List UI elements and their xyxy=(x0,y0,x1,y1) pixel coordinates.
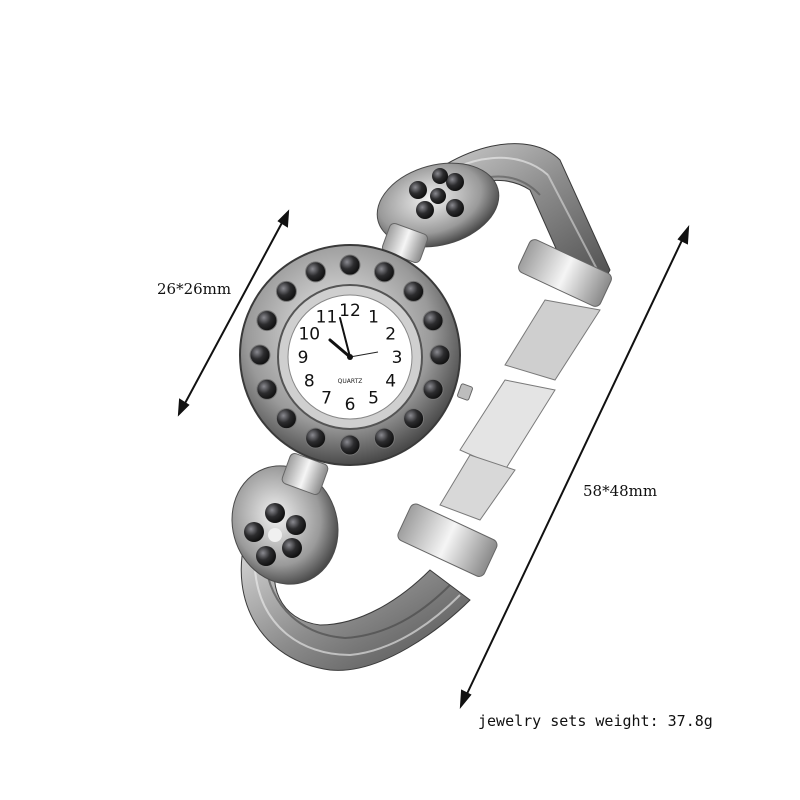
weight-label: jewelry sets weight: 37.8g xyxy=(478,712,713,730)
dial-brand: QUARTZ xyxy=(338,378,363,385)
face-dimension-arrow xyxy=(177,209,290,417)
bezel-stone xyxy=(339,254,361,276)
bezel-stones xyxy=(249,254,451,456)
bezel-stone xyxy=(256,310,278,332)
bezel-stone xyxy=(305,261,327,283)
dial-number: 7 xyxy=(321,389,332,409)
dial-number: 5 xyxy=(368,389,379,409)
face-size-label: 26*26mm xyxy=(157,280,232,298)
dial-number: 10 xyxy=(298,325,320,345)
dial-number: 12 xyxy=(339,301,361,321)
upper-flower-stones xyxy=(409,168,464,219)
dial-number: 1 xyxy=(368,307,379,327)
clasp xyxy=(397,239,612,577)
bezel-stone xyxy=(373,427,395,449)
dial-number: 2 xyxy=(385,325,396,345)
bracelet-size-label: 58*48mm xyxy=(583,482,658,500)
bezel-stone xyxy=(422,310,444,332)
bezel-stone xyxy=(275,408,297,430)
dial-number: 6 xyxy=(345,395,356,415)
dial-number: 8 xyxy=(304,372,315,392)
crown xyxy=(457,383,473,401)
bezel-stone xyxy=(373,261,395,283)
bezel-stone xyxy=(275,280,297,302)
dial-number: 9 xyxy=(298,348,309,368)
hand-pivot xyxy=(347,354,353,360)
lower-flower-stones xyxy=(244,503,306,566)
hour-hand xyxy=(328,338,352,359)
dial-number: 11 xyxy=(316,307,338,327)
bezel-stone xyxy=(422,378,444,400)
bezel-stone xyxy=(403,408,425,430)
dial-number: 3 xyxy=(392,348,403,368)
bracelet-dimension-arrow xyxy=(459,224,690,710)
bezel-stone xyxy=(339,434,361,456)
lower-chain-band xyxy=(240,539,471,671)
bezel-stone xyxy=(256,378,278,400)
lower-lug xyxy=(281,453,329,495)
second-hand xyxy=(349,351,379,358)
upper-flower-link xyxy=(376,162,500,248)
lower-flower-link xyxy=(231,465,339,585)
bezel-stone xyxy=(403,280,425,302)
bezel-stone xyxy=(305,427,327,449)
bezel-stone xyxy=(429,344,451,366)
minute-hand xyxy=(339,317,351,358)
dial-number: 4 xyxy=(385,372,396,392)
bezel-stone xyxy=(249,344,271,366)
